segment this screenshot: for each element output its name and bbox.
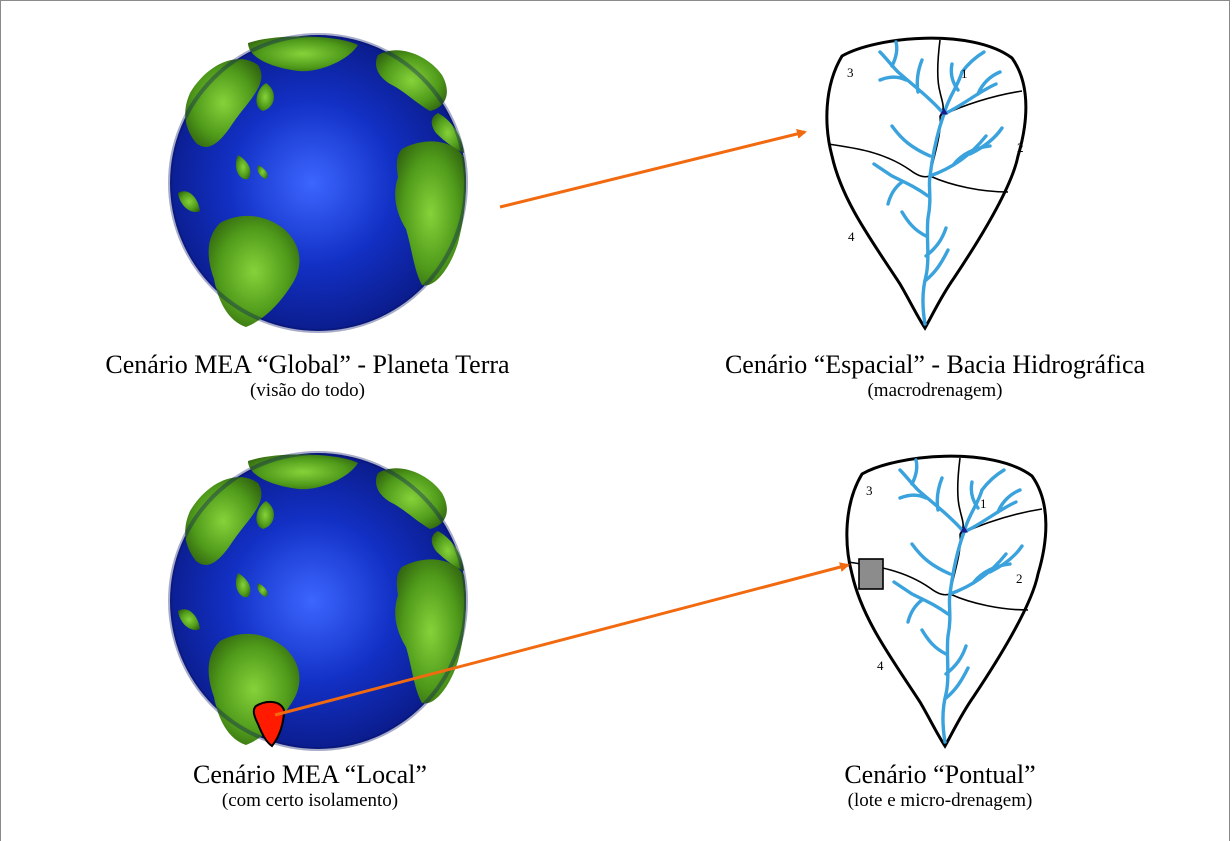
- subbasin-number-4: 4: [848, 229, 855, 244]
- subbasin-number-2: 2: [1017, 140, 1024, 155]
- caption-pontual-title: Cenário “Pontual”: [844, 760, 1036, 789]
- caption-pontual-subtitle: (lote e micro-drenagem): [847, 790, 1033, 811]
- caption-espacial: Cenário “Espacial” - Bacia Hidrográfica …: [665, 350, 1205, 402]
- subbasin-number-4: 4: [877, 658, 884, 673]
- subbasin-labels-bottom: 3 1 2 4: [866, 483, 1023, 673]
- lot-marker: [858, 558, 884, 590]
- subbasin-number-1: 1: [961, 66, 968, 81]
- caption-local-title: Cenário MEA “Local”: [193, 760, 427, 789]
- caption-global-title: Cenário MEA “Global” - Planeta Terra: [105, 350, 510, 379]
- local-region-highlight: [252, 700, 286, 748]
- watershed-global: [825, 36, 1028, 330]
- connector-arrow-local: [274, 562, 850, 717]
- subbasin-number-3: 3: [847, 65, 854, 80]
- caption-pontual: Cenário “Pontual” (lote e micro-drenagem…: [740, 760, 1140, 812]
- caption-global-subtitle: (visão do todo): [249, 380, 366, 401]
- caption-espacial-subtitle: (macrodrenagem): [867, 380, 1003, 401]
- caption-local: Cenário MEA “Local” (com certo isolament…: [100, 760, 520, 812]
- caption-global: Cenário MEA “Global” - Planeta Terra (vi…: [70, 350, 545, 402]
- connector-arrow-global: [499, 129, 807, 209]
- subbasin-number-1: 1: [980, 496, 987, 511]
- subbasin-number-2: 2: [1016, 571, 1023, 586]
- caption-espacial-title: Cenário “Espacial” - Bacia Hidrográfica: [724, 350, 1146, 379]
- globe-global: [168, 33, 469, 333]
- subbasin-labels-top: 3 1 2 4: [847, 65, 1024, 244]
- subbasin-number-3: 3: [866, 483, 873, 498]
- caption-local-subtitle: (com certo isolamento): [221, 790, 399, 811]
- watershed-local: [845, 454, 1048, 748]
